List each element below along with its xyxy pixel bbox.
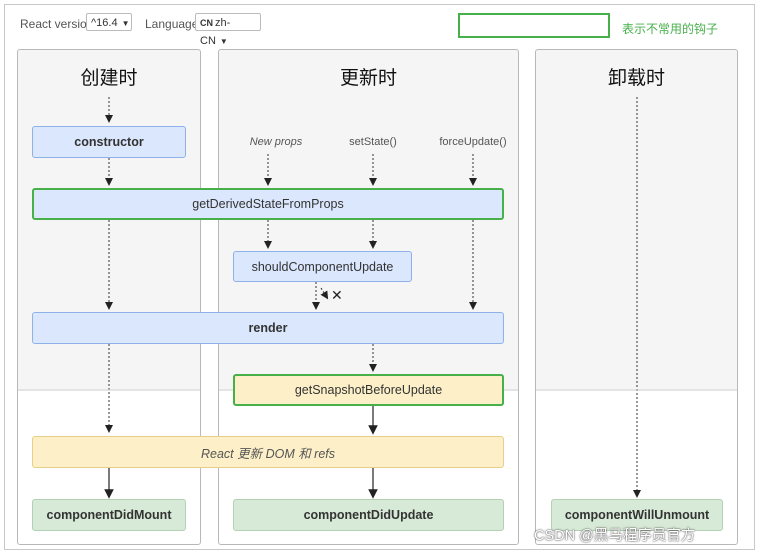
node-react-update-dom[interactable]: React 更新 DOM 和 refs xyxy=(32,436,504,468)
watermark: CSDN @黑马程序员官方 xyxy=(534,528,696,544)
node-component-did-mount[interactable]: componentDidMount xyxy=(32,499,186,531)
node-get-derived-state-from-props[interactable]: getDerivedStateFromProps xyxy=(32,188,504,220)
node-get-snapshot-before-update[interactable]: getSnapshotBeforeUpdate xyxy=(233,374,504,406)
react-version-label: React version xyxy=(20,17,94,31)
arrow-scu-false xyxy=(320,287,329,300)
column-title-update: 更新时 xyxy=(339,68,397,89)
trigger-new-props: New props xyxy=(249,136,303,148)
trigger-force-update: forceUpdate() xyxy=(439,136,507,148)
node-component-did-update[interactable]: componentDidUpdate xyxy=(233,499,504,531)
node-component-will-unmount[interactable]: componentWillUnmount xyxy=(551,499,723,531)
node-constructor[interactable]: constructor xyxy=(32,126,186,158)
flag-icon: CN xyxy=(200,18,213,28)
column-title-mount: 创建时 xyxy=(80,68,138,89)
node-render[interactable]: render xyxy=(32,312,504,344)
cancel-icon: ✕ xyxy=(331,287,343,303)
legend-label: 表示不常用的钩子 xyxy=(622,22,719,36)
column-title-unmount: 卸载时 xyxy=(607,68,665,89)
chevron-down-icon: ▼ xyxy=(121,19,130,28)
node-should-component-update[interactable]: shouldComponentUpdate xyxy=(233,251,412,282)
legend-swatch xyxy=(458,13,610,38)
chevron-down-icon: ▼ xyxy=(219,37,228,46)
language-label: Language xyxy=(145,17,199,31)
trigger-set-state: setState() xyxy=(349,136,397,148)
react-version-select[interactable]: ^16.4▼ xyxy=(86,13,132,31)
